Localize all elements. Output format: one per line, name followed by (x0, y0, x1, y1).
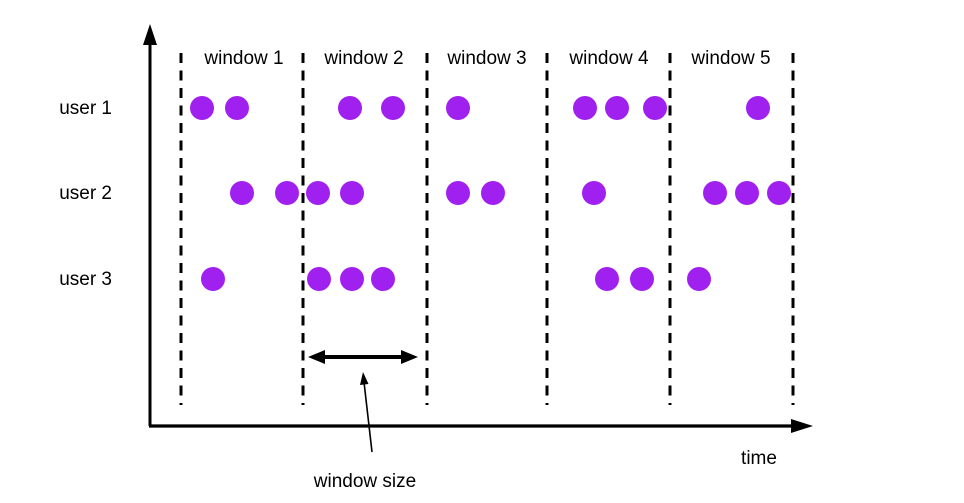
window-size-label: window size (313, 471, 416, 492)
x-axis-arrowhead-icon (791, 419, 813, 433)
window-label: window 1 (203, 48, 283, 69)
event-dot (605, 96, 629, 120)
event-dot (573, 96, 597, 120)
window-size-left-arrowhead-icon (308, 350, 325, 364)
event-dot (481, 181, 505, 205)
event-dot (582, 181, 606, 205)
event-dot (340, 267, 364, 291)
event-dot (371, 267, 395, 291)
event-dot (230, 181, 254, 205)
event-dot (446, 181, 470, 205)
annotation-pointer-arrowhead-icon (360, 372, 369, 385)
event-dot (735, 181, 759, 205)
event-dot (687, 267, 711, 291)
window-label: window 4 (568, 48, 649, 69)
annotation-pointer-line (363, 381, 373, 453)
event-dot (446, 96, 470, 120)
window-label: window 2 (323, 48, 403, 69)
event-dot (630, 267, 654, 291)
event-dot (190, 96, 214, 120)
event-dot (595, 267, 619, 291)
user-label: user 2 (59, 183, 112, 204)
window-label: window 3 (446, 48, 526, 69)
user-label: user 1 (59, 98, 112, 119)
event-dot (275, 181, 299, 205)
user-label: user 3 (59, 269, 112, 290)
event-dot (201, 267, 225, 291)
event-dot (340, 181, 364, 205)
window-label: window 5 (690, 48, 770, 69)
event-dot (225, 96, 249, 120)
event-dot (767, 181, 791, 205)
window-size-right-arrowhead-icon (401, 350, 418, 364)
event-dot (338, 96, 362, 120)
time-axis-label: time (741, 448, 777, 469)
event-dot (703, 181, 727, 205)
event-dot (306, 181, 330, 205)
y-axis-arrowhead-icon (143, 24, 157, 45)
event-dot (746, 96, 770, 120)
event-dot (643, 96, 667, 120)
event-dot (307, 267, 331, 291)
event-dot (381, 96, 405, 120)
